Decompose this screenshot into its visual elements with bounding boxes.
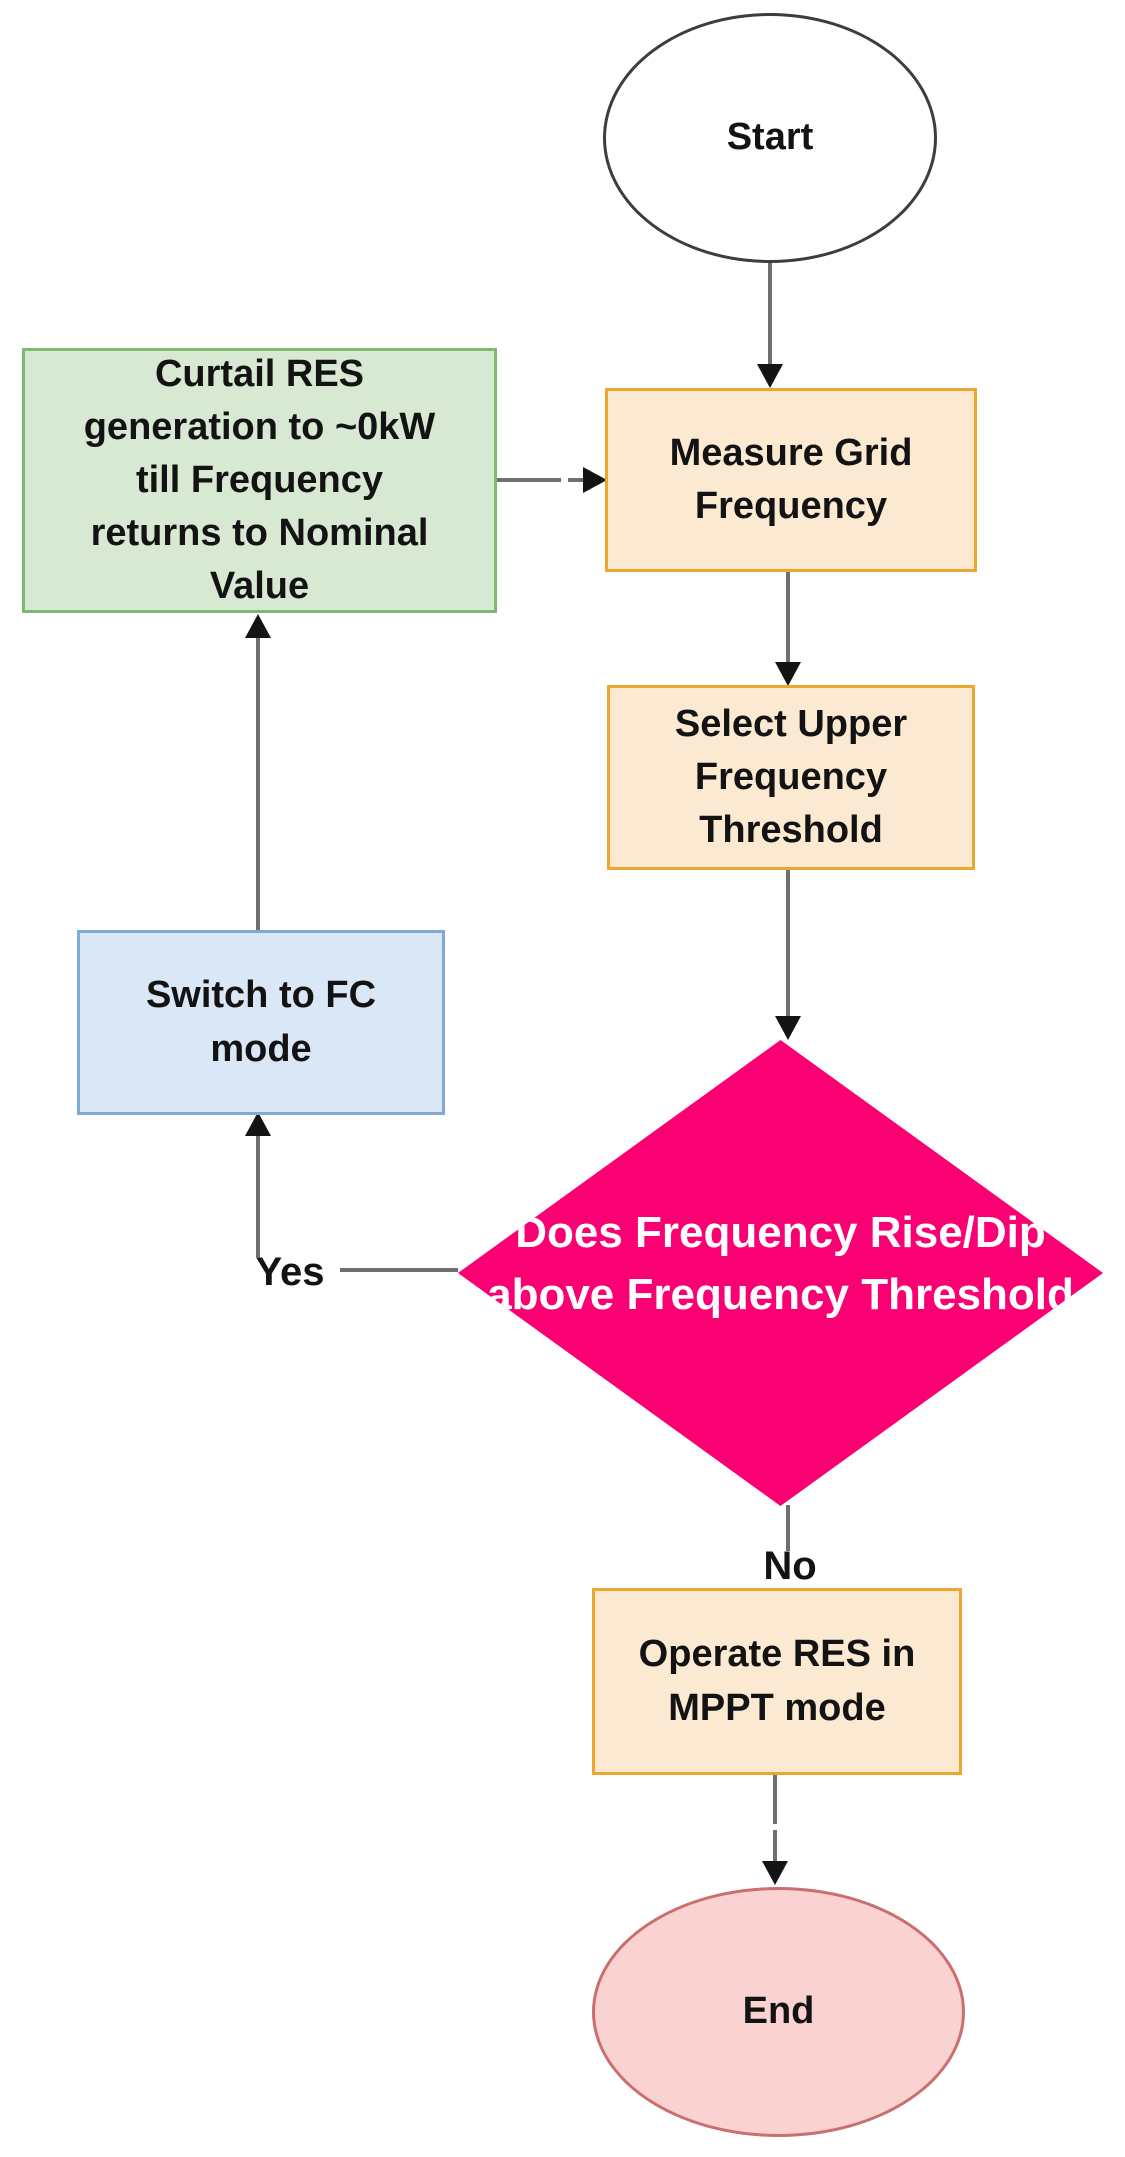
- edge-decision-to-operate: [786, 1505, 790, 1551]
- switch-fc-mode-node: Switch to FC mode: [77, 930, 445, 1115]
- edge-curtail-to-measure-dash: [568, 478, 584, 482]
- arrowhead-curtail-to-measure: [583, 467, 607, 493]
- edge-decision-to-yes: [340, 1268, 458, 1272]
- arrowhead-measure-to-select: [775, 662, 801, 686]
- no-edge-label: No: [763, 1544, 817, 1588]
- frequency-decision-node-label: Does Frequency Rise/Dip above Frequency …: [487, 1208, 1074, 1319]
- start-node-label: Start: [726, 116, 814, 159]
- edge-yes-to-switch: [256, 1136, 260, 1258]
- measure-frequency-node: Measure Grid Frequency: [605, 388, 977, 572]
- arrowhead-select-to-decision: [775, 1016, 801, 1040]
- operate-mppt-node: Operate RES in MPPT mode: [592, 1588, 962, 1775]
- curtail-res-node: Curtail RES generation to ~0kW till Freq…: [22, 348, 497, 613]
- end-node-label: End: [742, 1990, 815, 2033]
- operate-mppt-node-label: Operate RES in MPPT mode: [638, 1633, 916, 1729]
- edge-switch-to-curtail: [256, 638, 260, 930]
- edge-select-to-decision: [786, 870, 790, 1018]
- start-node: Start: [603, 13, 937, 263]
- curtail-res-node-label: Curtail RES generation to ~0kW till Freq…: [83, 352, 436, 608]
- select-threshold-node: Select Upper Frequency Threshold: [607, 685, 975, 870]
- switch-fc-mode-node-label: Switch to FC mode: [145, 974, 377, 1070]
- frequency-decision-node: Does Frequency Rise/Dip above Frequency …: [458, 1040, 1103, 1506]
- arrowhead-start-to-measure: [757, 364, 783, 388]
- edge-measure-to-select: [786, 572, 790, 664]
- end-node: End: [592, 1887, 965, 2137]
- edge-operate-to-end-dash: [773, 1830, 777, 1862]
- edge-start-to-measure: [768, 263, 772, 366]
- edge-curtail-to-measure: [497, 478, 561, 482]
- yes-edge-label: Yes: [255, 1250, 325, 1294]
- arrowhead-operate-to-end: [762, 1861, 788, 1885]
- arrowhead-switch-to-curtail: [245, 614, 271, 638]
- measure-frequency-node-label: Measure Grid Frequency: [669, 431, 913, 527]
- select-threshold-node-label: Select Upper Frequency Threshold: [674, 702, 908, 852]
- edge-operate-to-end: [773, 1775, 777, 1824]
- arrowhead-yes-to-switch: [245, 1112, 271, 1136]
